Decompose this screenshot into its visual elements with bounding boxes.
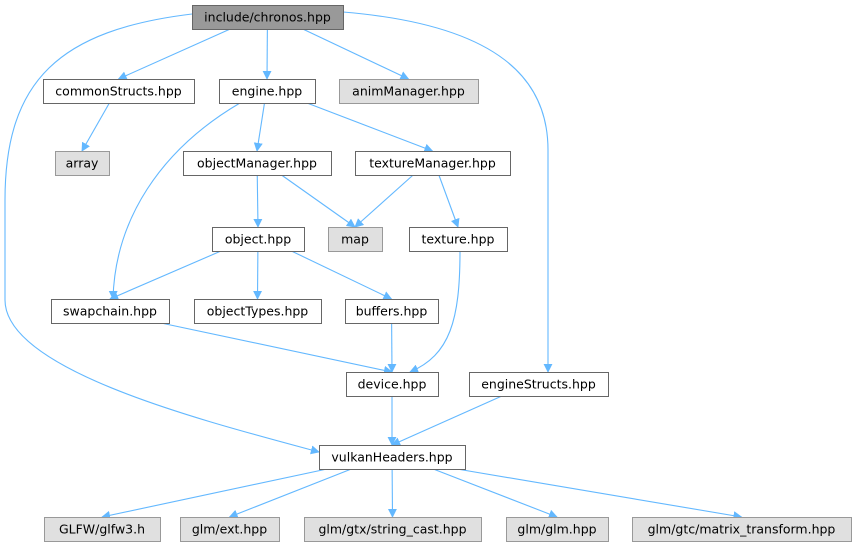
node-engine[interactable]: engine.hpp xyxy=(219,79,316,104)
node-box xyxy=(506,517,609,542)
node-label: textureManager.hpp xyxy=(369,156,496,171)
node-label: glm/glm.hpp xyxy=(517,522,596,537)
node-label: texture.hpp xyxy=(422,232,495,247)
node-box xyxy=(304,517,482,542)
node-box xyxy=(219,79,316,104)
edge-chronos-to-engineStructs xyxy=(342,11,553,373)
edge-engine-to-objectManager xyxy=(253,102,266,152)
node-vulkanHeaders[interactable]: vulkanHeaders.hpp xyxy=(319,445,466,470)
node-box xyxy=(339,79,479,104)
node-label: animManager.hpp xyxy=(352,84,465,99)
nodes-layer: include/chronos.hpp commonStructs.hpp engi… xyxy=(43,5,852,542)
node-label: glm/gtx/string_cast.hpp xyxy=(318,522,466,537)
node-box xyxy=(43,79,195,104)
edge-commonStructs-to-array xyxy=(81,102,110,152)
edge-chronos-to-vulkanHeaders xyxy=(4,13,320,455)
edge-objectManager-to-map xyxy=(281,174,356,228)
node-box xyxy=(51,299,170,324)
node-box xyxy=(345,299,439,324)
node-device[interactable]: device.hpp xyxy=(346,372,439,397)
node-label: array xyxy=(66,156,99,171)
node-objectManager[interactable]: objectManager.hpp xyxy=(183,151,332,176)
node-glm: glm/glm.hpp xyxy=(506,517,609,542)
edge-texture-to-device xyxy=(409,250,461,373)
edge-object-to-buffers xyxy=(291,250,393,300)
node-box xyxy=(632,517,852,542)
edge-chronos-to-animManager xyxy=(302,28,410,80)
node-box xyxy=(44,517,161,542)
node-box xyxy=(328,227,383,252)
edge-engine-to-swapchain xyxy=(108,102,241,300)
node-box xyxy=(194,299,322,324)
node-map: map xyxy=(328,227,383,252)
node-swapchain[interactable]: swapchain.hpp xyxy=(51,299,170,324)
node-label: device.hpp xyxy=(358,377,427,392)
edge-vulkanHeaders-to-glm xyxy=(433,468,558,519)
node-label: glm/gtc/matrix_transform.hpp xyxy=(648,522,836,537)
node-box xyxy=(469,372,609,397)
edge-engineStructs-to-vulkanHeaders xyxy=(391,395,503,446)
node-label: vulkanHeaders.hpp xyxy=(331,450,452,465)
node-glmstring: glm/gtx/string_cast.hpp xyxy=(304,517,482,542)
edge-objectManager-to-object xyxy=(253,174,263,228)
node-box xyxy=(319,445,466,470)
node-label: object.hpp xyxy=(225,232,291,247)
edge-vulkanHeaders-to-glmext xyxy=(228,468,352,519)
node-objectTypes[interactable]: objectTypes.hpp xyxy=(194,299,322,324)
node-box xyxy=(192,5,344,30)
edge-textureManager-to-map xyxy=(354,174,414,228)
node-glmmatrix: glm/gtc/matrix_transform.hpp xyxy=(632,517,852,542)
edge-swapchain-to-device xyxy=(160,322,393,375)
node-texture[interactable]: texture.hpp xyxy=(409,227,508,252)
edge-vulkanHeaders-to-glfw xyxy=(101,468,328,520)
edge-chronos-to-commonStructs xyxy=(117,28,231,80)
node-array: array xyxy=(55,151,110,176)
node-box xyxy=(346,372,439,397)
node-box xyxy=(409,227,508,252)
node-glfw: GLFW/glfw3.h xyxy=(44,517,161,542)
node-glmext: glm/ext.hpp xyxy=(180,517,280,542)
node-label: objectManager.hpp xyxy=(197,156,317,171)
edge-engine-to-textureManager xyxy=(306,102,434,153)
node-engineStructs[interactable]: engineStructs.hpp xyxy=(469,372,609,397)
node-box xyxy=(55,151,110,176)
edges-layer xyxy=(4,11,743,521)
node-label: objectTypes.hpp xyxy=(207,304,309,319)
node-box xyxy=(355,151,511,176)
node-chronos[interactable]: include/chronos.hpp xyxy=(192,5,344,30)
node-textureManager[interactable]: textureManager.hpp xyxy=(355,151,511,176)
node-label: engineStructs.hpp xyxy=(481,377,596,392)
edge-vulkanHeaders-to-glmmatrix xyxy=(456,468,743,521)
node-label: GLFW/glfw3.h xyxy=(59,522,145,537)
edge-textureManager-to-texture xyxy=(438,174,460,228)
node-label: commonStructs.hpp xyxy=(55,84,181,99)
node-label: include/chronos.hpp xyxy=(204,10,331,25)
node-object[interactable]: object.hpp xyxy=(212,227,305,252)
node-label: map xyxy=(341,232,369,247)
node-label: buffers.hpp xyxy=(356,304,428,319)
node-box xyxy=(180,517,280,542)
node-label: swapchain.hpp xyxy=(63,304,157,319)
edge-object-to-swapchain xyxy=(109,250,222,300)
node-animManager: animManager.hpp xyxy=(339,79,479,104)
node-label: glm/ext.hpp xyxy=(192,522,267,537)
node-box xyxy=(183,151,332,176)
node-box xyxy=(212,227,305,252)
node-label: engine.hpp xyxy=(232,84,302,99)
node-buffers[interactable]: buffers.hpp xyxy=(345,299,439,324)
node-commonStructs[interactable]: commonStructs.hpp xyxy=(43,79,195,104)
